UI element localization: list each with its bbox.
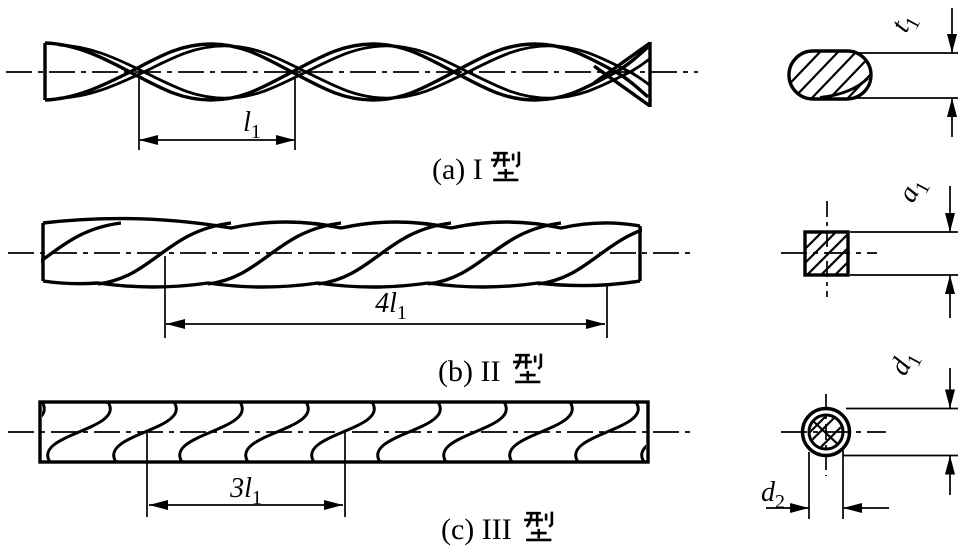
bar-a-wave-upper-edge2 [58, 43, 650, 100]
bar-a-wave-lower-edge2 [58, 44, 650, 100]
square-section-hatch [805, 232, 848, 275]
bar-type-3-group: 3l1 (c) III 型 [8, 400, 690, 546]
bar-b-rope [41, 216, 642, 289]
dim-label-3l1: 3l1 [229, 473, 262, 509]
dim-label-d1: d1 [884, 345, 927, 383]
bar-a-wave-upper [45, 41, 650, 102]
section-round-group: d1 d2 [761, 345, 958, 519]
caption-b: (b) II 型 [438, 352, 543, 388]
caption-c: (c) III 型 [441, 510, 554, 546]
bar-c-ribs [42, 403, 646, 461]
dim-label-a1: a1 [892, 172, 935, 210]
bar-type-1-group: l1 (a) I 型 [6, 41, 698, 186]
dim-label-l1: l1 [243, 107, 261, 143]
dimension-4l1: 4l1 [164, 256, 608, 338]
bar-a-wave-lower [45, 42, 650, 102]
round-section-hatch [810, 416, 842, 448]
caption-c-latin: (c) III [441, 513, 512, 546]
bar-b-strand-lines [41, 221, 642, 286]
bar-a-waves [45, 41, 650, 102]
bar-c-rib-lines [42, 403, 646, 461]
round-section-outer-circle [800, 406, 852, 458]
oval-section-inner-edge [819, 76, 870, 99]
section-square-group: a1 [781, 172, 958, 318]
square-section-outline [803, 230, 850, 277]
caption-b-latin: (b) II [438, 355, 500, 388]
dimension-t1: t1 [856, 7, 958, 137]
caption-a: (a) I 型 [432, 150, 521, 186]
section-oval-group: t1 [787, 7, 958, 137]
dimension-d1: d1 [843, 345, 958, 495]
dim-label-d2: d2 [761, 477, 785, 513]
bar-a-right-tip [593, 41, 652, 108]
dim-label-4l1: 4l1 [375, 288, 407, 324]
round-section-inner-circle [807, 413, 845, 451]
bar-b-top-edge [42, 216, 641, 230]
caption-a-latin: (a) I [432, 153, 483, 186]
dim-label-t1: t1 [885, 7, 925, 40]
oval-section-hatch [789, 51, 871, 99]
dimension-a1: a1 [850, 172, 958, 318]
dimension-3l1: 3l1 [146, 433, 346, 517]
bar-type-2-group: 4l1 (b) II 型 [8, 216, 695, 388]
dimension-d2: d2 [761, 450, 889, 519]
bar-c-outline [38, 400, 650, 464]
dimension-l1: l1 [138, 78, 296, 150]
